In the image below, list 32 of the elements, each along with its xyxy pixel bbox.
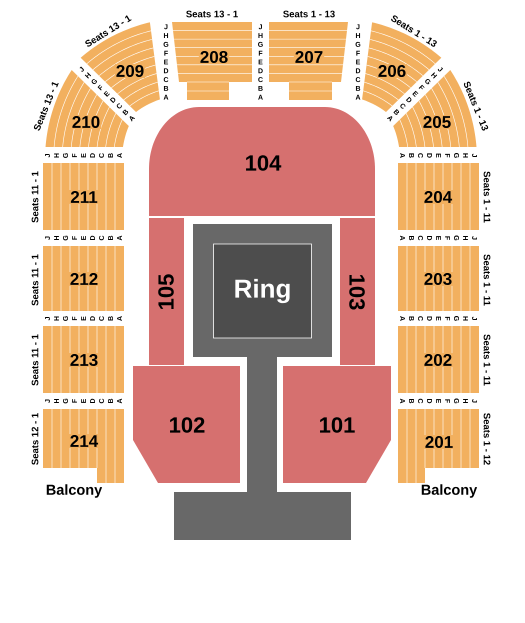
seating-section: 203 <box>398 246 479 312</box>
seating-section: 202 <box>398 326 479 394</box>
seat-numbers: Seats 12 - 1 <box>32 413 38 465</box>
seating-section: 204 <box>398 162 479 230</box>
seat-numbers: Seats 1 - 11 <box>484 171 490 223</box>
seating-section: 212 <box>43 246 124 312</box>
seat-numbers: Seats 1 - 11 <box>484 254 490 306</box>
area-label: Balcony <box>46 484 102 498</box>
node-label: 103 <box>349 275 365 310</box>
seat-numbers: Seats 11 - 1 <box>32 171 38 223</box>
floor-section: 105 <box>149 218 184 365</box>
seating-section: 201 <box>398 408 479 484</box>
floor-section: 102 <box>133 366 240 483</box>
floor-section: 101 <box>283 366 391 483</box>
boxing-ring: Ring <box>213 244 312 338</box>
seat-numbers: Seats 11 - 1 <box>32 334 38 386</box>
node-label: 105 <box>158 274 174 309</box>
seating-section: 208 <box>172 22 252 100</box>
seat-numbers: Seats 1 - 11 <box>484 334 490 386</box>
area-label: Balcony <box>422 484 478 498</box>
seating-section: 211 <box>43 162 124 230</box>
floor-section: 104 <box>149 107 375 216</box>
seating-section: 213 <box>43 326 124 394</box>
seat-numbers: Seats 13 - 1 <box>186 10 238 18</box>
seat-numbers: Seats 1 - 13 <box>464 82 488 131</box>
seating-section: 214 <box>43 408 124 484</box>
floor-section: 103 <box>340 218 375 365</box>
seat-numbers: Seats 1 - 12 <box>484 413 490 465</box>
seat-numbers: Seats 1 - 13 <box>283 10 335 18</box>
seat-numbers: Seats 11 - 1 <box>32 254 38 306</box>
seating-section: 207 <box>268 22 348 100</box>
seat-numbers: Seats 13 - 1 <box>34 82 59 131</box>
